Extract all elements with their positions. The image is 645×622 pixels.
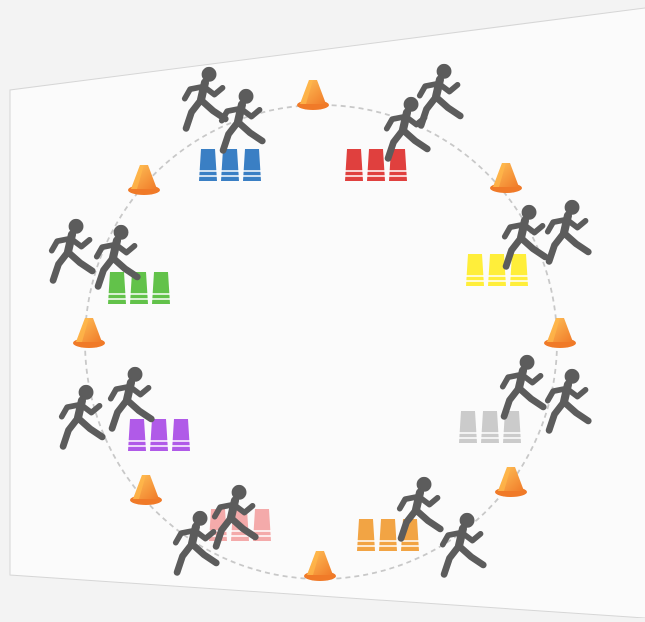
cup-stack-icon xyxy=(357,519,419,551)
cup-stack-icon xyxy=(199,149,261,181)
cup-stack-icon xyxy=(466,254,528,286)
drill-board-background xyxy=(10,8,645,618)
cup-stack-icon xyxy=(128,419,190,451)
cup-stack-icon xyxy=(345,149,407,181)
cup-stack-icon xyxy=(459,411,521,443)
